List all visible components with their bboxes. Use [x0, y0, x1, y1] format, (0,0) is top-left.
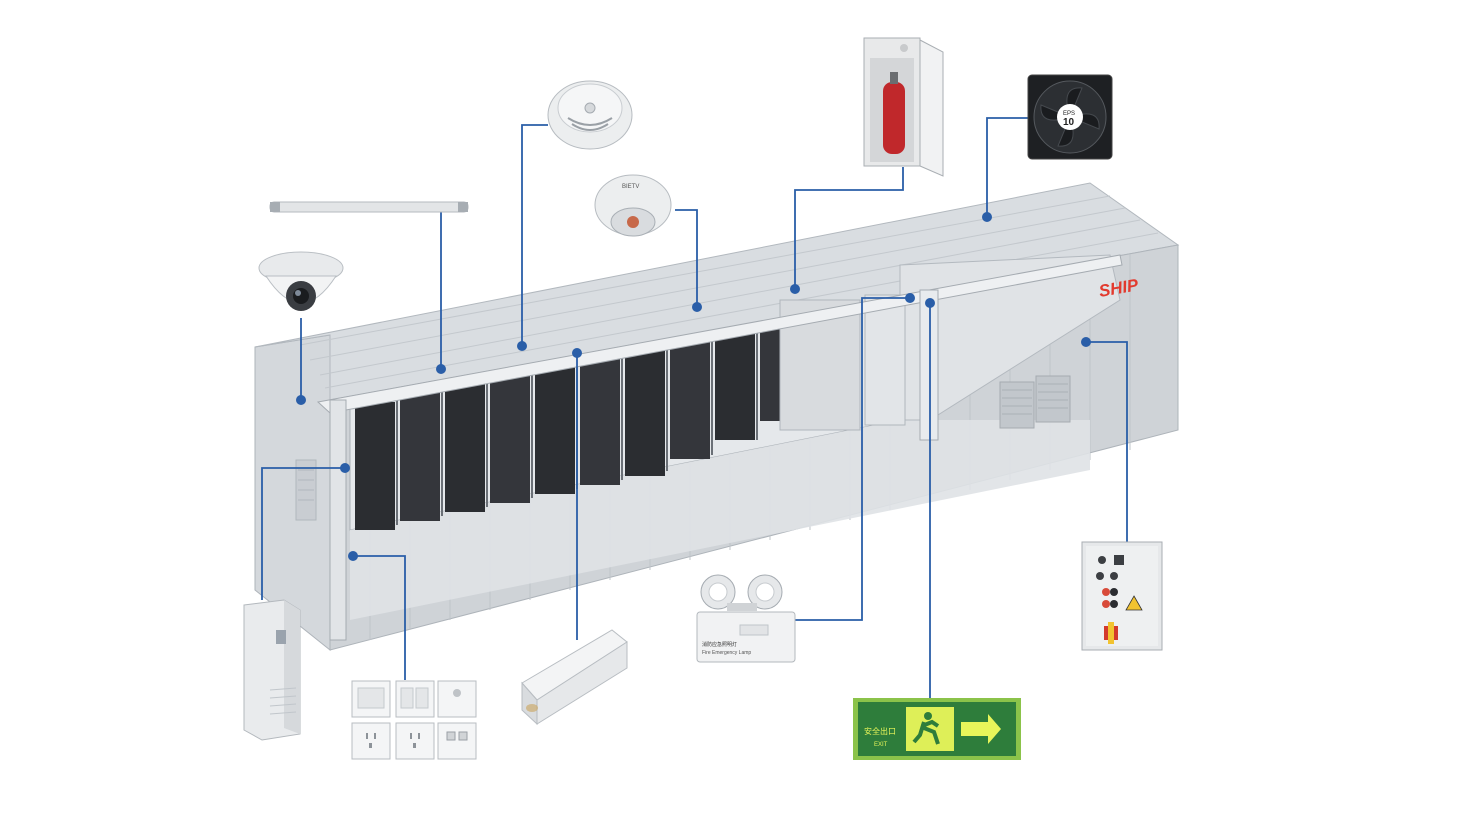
server-rack: [535, 366, 575, 494]
server-rack: [490, 375, 530, 503]
control-box-icon: [1081, 541, 1163, 651]
server-rack: [760, 321, 780, 421]
exhaust-fan-icon: EPS 10: [1027, 74, 1113, 160]
server-rack: [445, 384, 485, 512]
wall-switches-sockets-icon: [351, 680, 477, 760]
power-distribution-cabinet-icon: [243, 599, 301, 741]
exit-sign-label-cn: 安全出口: [864, 726, 896, 736]
fan-label-top: EPS: [1063, 111, 1075, 117]
cable-trunking-icon: [521, 629, 628, 726]
server-rack: [625, 348, 665, 476]
server-rack: [355, 402, 395, 530]
interior-floor: [350, 420, 1090, 620]
server-rack: [670, 339, 710, 459]
callout-heat-detector: [675, 209, 698, 307]
led-tube-light-icon: [269, 201, 469, 213]
emergency-light-label-main: 消防应急照明灯: [702, 641, 737, 648]
fire-extinguisher-cabinet-icon: [863, 37, 944, 177]
heat-detector-label: BIETV: [622, 184, 639, 190]
cutaway-post: [919, 289, 939, 441]
callout-fan: [986, 117, 1028, 217]
dome-camera-icon: [258, 251, 344, 311]
louver-vent: [999, 375, 1071, 429]
server-rack-row: [355, 321, 780, 530]
cutaway-post: [329, 399, 347, 641]
exit-sign-icon: 安全出口 EXIT: [853, 698, 1021, 760]
server-rack: [400, 393, 440, 521]
callout-emergency-light: [795, 297, 910, 621]
heat-detector-icon: BIETV: [594, 174, 672, 237]
callout-cabinet: [261, 467, 345, 600]
callout-extinguisher: [794, 167, 904, 289]
smoke-detector-icon: [547, 80, 633, 150]
emergency-light-icon: 消防应急照明灯 Fire Emergency Lamp: [696, 574, 796, 663]
callout-control-box: [1086, 341, 1128, 542]
server-rack: [580, 357, 620, 485]
exit-sign-label-en: EXIT: [874, 742, 888, 748]
callout-switches: [353, 555, 406, 680]
interior-partition-door: [864, 294, 906, 426]
callout-dots: [296, 212, 1091, 561]
fan-label-bottom: 10: [1063, 117, 1075, 128]
callout-smoke-detector: [521, 124, 548, 346]
callout-lines: [261, 117, 1128, 698]
server-rack: [715, 330, 755, 440]
end-vent: [295, 459, 317, 521]
shipping-container: SHIP: [254, 182, 1180, 652]
emergency-light-label-sub: Fire Emergency Lamp: [702, 650, 751, 656]
